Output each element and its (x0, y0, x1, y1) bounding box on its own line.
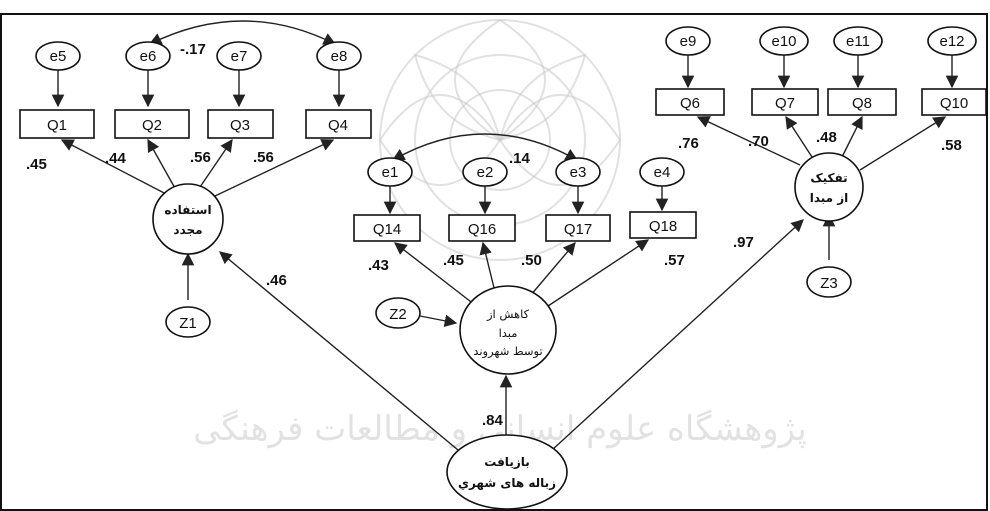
svg-text:e1: e1 (382, 164, 399, 181)
svg-text:Q7: Q7 (775, 95, 795, 112)
loading-q8: .48 (816, 129, 837, 146)
svg-text:e4: e4 (654, 164, 671, 181)
disturbance-z2: Z2 (375, 297, 421, 329)
loading-q7: .70 (748, 133, 769, 150)
svg-text:Q1: Q1 (47, 117, 67, 134)
indicator-q16: Q16 (448, 214, 516, 242)
indicator-q3: Q3 (207, 109, 274, 139)
svg-text:Q3: Q3 (230, 117, 250, 134)
error-terms: e5 e6 e7 e8 e1 e2 e3 e4 e9 e10 e11 e12 (35, 26, 977, 187)
indicator-q18: Q18 (629, 211, 697, 239)
indicator-q17: Q17 (545, 214, 611, 242)
covariance-e6-e8-value: -.17 (180, 41, 206, 58)
indicator-q10: Q10 (921, 88, 987, 116)
latent-reuse: استفاده مجدد (152, 183, 224, 255)
svg-text:Q18: Q18 (649, 218, 677, 235)
indicator-q14: Q14 (353, 214, 421, 242)
svg-text:e2: e2 (477, 164, 494, 181)
svg-text:e10: e10 (771, 33, 796, 50)
covariance-e6-e8 (148, 20, 337, 45)
disturbance-arrows (181, 213, 836, 328)
loading-q14: .43 (368, 257, 389, 274)
indicator-q1: Q1 (19, 109, 95, 139)
error-e9: e9 (665, 26, 711, 56)
indicator-q7: Q7 (751, 88, 819, 116)
svg-text:Q4: Q4 (328, 117, 348, 134)
error-e12: e12 (927, 26, 977, 56)
loading-q10: .58 (941, 137, 962, 154)
svg-text:مجدد: مجدد (173, 223, 202, 237)
indicator-q4: Q4 (305, 109, 372, 139)
error-e3: e3 (555, 157, 601, 187)
svg-text:کاهش از: کاهش از (486, 307, 530, 322)
path-to-separation: .97 (733, 234, 754, 251)
svg-text:e12: e12 (939, 33, 964, 50)
disturbance-z1: Z1 (165, 306, 211, 338)
svg-text:Q14: Q14 (373, 221, 401, 238)
svg-text:از مبدا: از مبدا (810, 191, 849, 205)
latent-reduction: کاهش از مبدا توسط شهروند (459, 285, 557, 375)
error-e2: e2 (462, 157, 508, 187)
svg-text:e8: e8 (331, 48, 348, 65)
latent-separation: تفکیک از مبدا (794, 152, 864, 222)
indicator-q6: Q6 (655, 88, 725, 116)
svg-text:Q10: Q10 (940, 95, 968, 112)
svg-text:Z3: Z3 (820, 275, 838, 292)
svg-text:زباله های شهري: زباله های شهري (458, 476, 556, 490)
covariance-e1-e3 (391, 133, 579, 161)
loading-q4: .56 (253, 149, 274, 166)
loading-q1: .45 (26, 156, 47, 173)
svg-text:توسط شهروند: توسط شهروند (473, 344, 542, 359)
svg-text:e6: e6 (140, 48, 157, 65)
error-arrows (51, 55, 959, 215)
indicator-q2: Q2 (114, 109, 190, 139)
structural-arrows (219, 219, 804, 451)
error-e10: e10 (759, 26, 809, 56)
path-to-reuse: .46 (266, 272, 287, 289)
svg-text:Q8: Q8 (852, 95, 872, 112)
indicators: Q1 Q2 Q3 Q4 Q14 Q16 Q17 Q18 Q6 Q7 Q8 Q10 (19, 88, 987, 242)
error-e5: e5 (35, 41, 81, 71)
svg-text:استفاده: استفاده (164, 203, 211, 217)
latent-recycling: بازیافت زباله های شهري (446, 434, 568, 510)
loading-q18: .57 (664, 252, 685, 269)
error-e6: e6 (125, 41, 171, 71)
svg-text:تفکیک: تفکیک (810, 171, 847, 185)
loading-q16: .45 (443, 252, 464, 269)
svg-text:بازیافت: بازیافت (484, 455, 530, 469)
indicator-q8: Q8 (827, 88, 897, 116)
loading-q3: .56 (190, 149, 211, 166)
svg-text:e7: e7 (231, 48, 248, 65)
error-e4: e4 (639, 157, 685, 187)
error-e7: e7 (216, 41, 262, 71)
svg-text:e11: e11 (846, 33, 870, 50)
svg-text:Q16: Q16 (468, 221, 496, 238)
svg-text:Z1: Z1 (179, 315, 197, 332)
error-e1: e1 (367, 157, 413, 187)
svg-text:مبدا: مبدا (499, 326, 518, 340)
svg-text:e3: e3 (570, 164, 587, 181)
covariance-e1-e3-value: .14 (509, 150, 531, 167)
svg-text:e9: e9 (680, 33, 697, 50)
svg-text:Z2: Z2 (389, 306, 407, 323)
path-to-reduction: .84 (482, 412, 504, 429)
diagram-frame (0, 13, 988, 511)
error-e8: e8 (316, 41, 362, 71)
watermark-logo (378, 18, 622, 261)
loading-q6: .76 (678, 135, 699, 152)
coefficients: .45 .44 .56 .56 .43 .45 .50 .57 .76 .70 … (26, 41, 962, 429)
svg-text:Q6: Q6 (680, 95, 700, 112)
svg-text:Q2: Q2 (142, 117, 162, 134)
disturbance-terms: Z1 Z2 Z3 (165, 266, 852, 338)
svg-text:e5: e5 (50, 48, 67, 65)
error-e11: e11 (833, 26, 883, 56)
svg-text:Q17: Q17 (564, 221, 592, 238)
loading-q2: .44 (105, 150, 127, 167)
loading-q17: .50 (521, 252, 542, 269)
disturbance-z3: Z3 (806, 266, 852, 298)
loading-arrows (60, 115, 947, 307)
